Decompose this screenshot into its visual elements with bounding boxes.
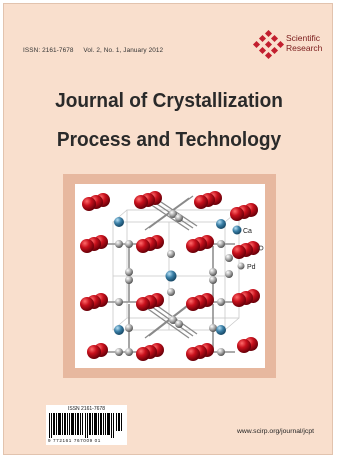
journal-title-line-2: Process and Technology: [56, 128, 282, 151]
barcode-issn: ISSN 2161-7678: [68, 406, 105, 412]
journal-url[interactable]: www.scirp.org/journal/jcpt: [236, 428, 314, 435]
journal-title-line-1: Journal of Crystallization: [55, 89, 283, 112]
crystal-structure-illustration: Ca Pd: [75, 184, 265, 368]
issn-text: ISSN: 2161-7678: [23, 47, 74, 54]
publisher-line-1: Scientific: [286, 33, 321, 43]
barcode: ISSN 2161-7678 9 772161 767009 01: [46, 405, 127, 445]
journal-cover: ISSN: 2161-7678 Vol. 2, No. 1, January 2…: [3, 3, 333, 455]
publisher-logo-icon: [252, 30, 285, 60]
issue-info: ISSN: 2161-7678 Vol. 2, No. 1, January 2…: [23, 47, 171, 54]
atom-label-ca: Ca: [243, 228, 252, 235]
publisher-name: Scientific Research: [286, 33, 323, 53]
volume-text: Vol. 2, No. 1, January 2012: [83, 47, 164, 54]
atom-label-pd: Pd: [247, 264, 256, 271]
publisher-line-2: Research: [286, 42, 323, 53]
cover-image-frame: Ca Pd: [63, 174, 276, 378]
barcode-bars-icon: [49, 413, 122, 438]
barcode-digits: 9 772161 767009 01: [48, 438, 101, 443]
